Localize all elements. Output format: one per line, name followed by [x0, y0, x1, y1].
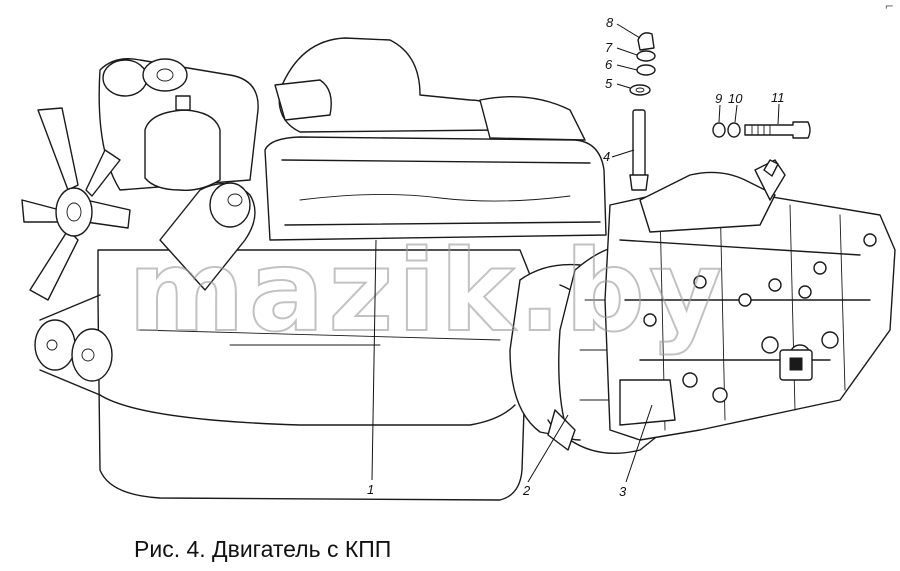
gearbox-top-cover [639, 171, 776, 233]
part-4-tube [632, 109, 646, 181]
shift-lever [763, 159, 779, 177]
crankshaft-pulley [34, 319, 76, 371]
corner-mark: ⌐ [884, 0, 894, 13]
bolt-set [712, 121, 811, 139]
part-8-cap [637, 32, 655, 51]
callout-9: 9 [715, 91, 722, 106]
callouts: 1 2 3 4 5 6 7 8 9 10 11 [367, 15, 785, 499]
callout-8: 8 [606, 15, 614, 30]
watermark-text: mazik.by [128, 227, 726, 357]
part-5-ring [629, 84, 651, 96]
callout-1: 1 [367, 482, 374, 497]
figure-caption: Рис. 4. Двигатель с КПП [134, 536, 392, 562]
gearbox-case [604, 184, 896, 441]
engine-oil-sump [99, 394, 516, 426]
part-11-bolt [744, 121, 811, 139]
breather-stack [629, 32, 656, 191]
gearbox-assembly [547, 159, 896, 451]
part-9-washer [712, 122, 726, 138]
callout-5: 5 [605, 76, 613, 91]
air-intake-duct [278, 37, 501, 133]
callout-4: 4 [603, 149, 610, 164]
oil-filter-housing [144, 109, 221, 191]
callout-10: 10 [728, 91, 743, 106]
cooling-fan [21, 107, 131, 301]
engine-crankcase [97, 249, 541, 501]
callout-7: 7 [605, 40, 613, 55]
part-6-washer [636, 64, 656, 76]
part-7-nut [636, 50, 656, 62]
callout-3: 3 [619, 484, 627, 499]
callout-2: 2 [522, 483, 531, 498]
callout-11: 11 [771, 90, 785, 105]
callout-6: 6 [605, 57, 613, 72]
part-10-washer [727, 122, 741, 138]
